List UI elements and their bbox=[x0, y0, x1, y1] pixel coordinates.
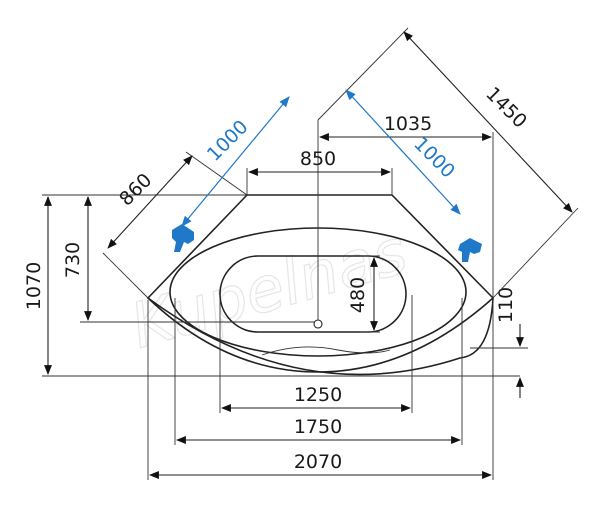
dim-1250: 1250 bbox=[219, 295, 413, 413]
faucet-left bbox=[172, 224, 194, 252]
watermark-text: Kupelnas bbox=[123, 215, 415, 363]
dim-label: 1250 bbox=[294, 384, 342, 406]
dim-label: 860 bbox=[115, 169, 156, 210]
dim-label: 850 bbox=[300, 148, 336, 170]
dim-1070: 1070 bbox=[23, 194, 520, 377]
faucet-icon bbox=[458, 238, 482, 262]
dim-480: 480 bbox=[347, 255, 380, 333]
dim-label: 1450 bbox=[481, 83, 531, 133]
drain bbox=[313, 319, 323, 329]
dim-label: 1000 bbox=[409, 133, 459, 183]
dim-label: 2070 bbox=[294, 451, 342, 473]
faucet-right bbox=[458, 238, 482, 262]
tub-basin bbox=[219, 255, 407, 333]
dim-label: 730 bbox=[62, 242, 84, 278]
dim-label: 1070 bbox=[23, 262, 45, 310]
dim-110: 110 bbox=[470, 287, 528, 398]
dim-2070: 2070 bbox=[147, 300, 494, 480]
dim-label: 1000 bbox=[203, 116, 253, 166]
dim-730: 730 bbox=[62, 196, 314, 323]
dim-1750: 1750 bbox=[174, 298, 463, 445]
dim-850: 850 bbox=[246, 148, 393, 195]
dim-label: 110 bbox=[495, 287, 517, 323]
faucet-icon bbox=[172, 224, 194, 252]
dim-label: 480 bbox=[347, 277, 369, 313]
dim-label: 1750 bbox=[294, 416, 342, 438]
tub-seat-curve bbox=[261, 346, 391, 356]
